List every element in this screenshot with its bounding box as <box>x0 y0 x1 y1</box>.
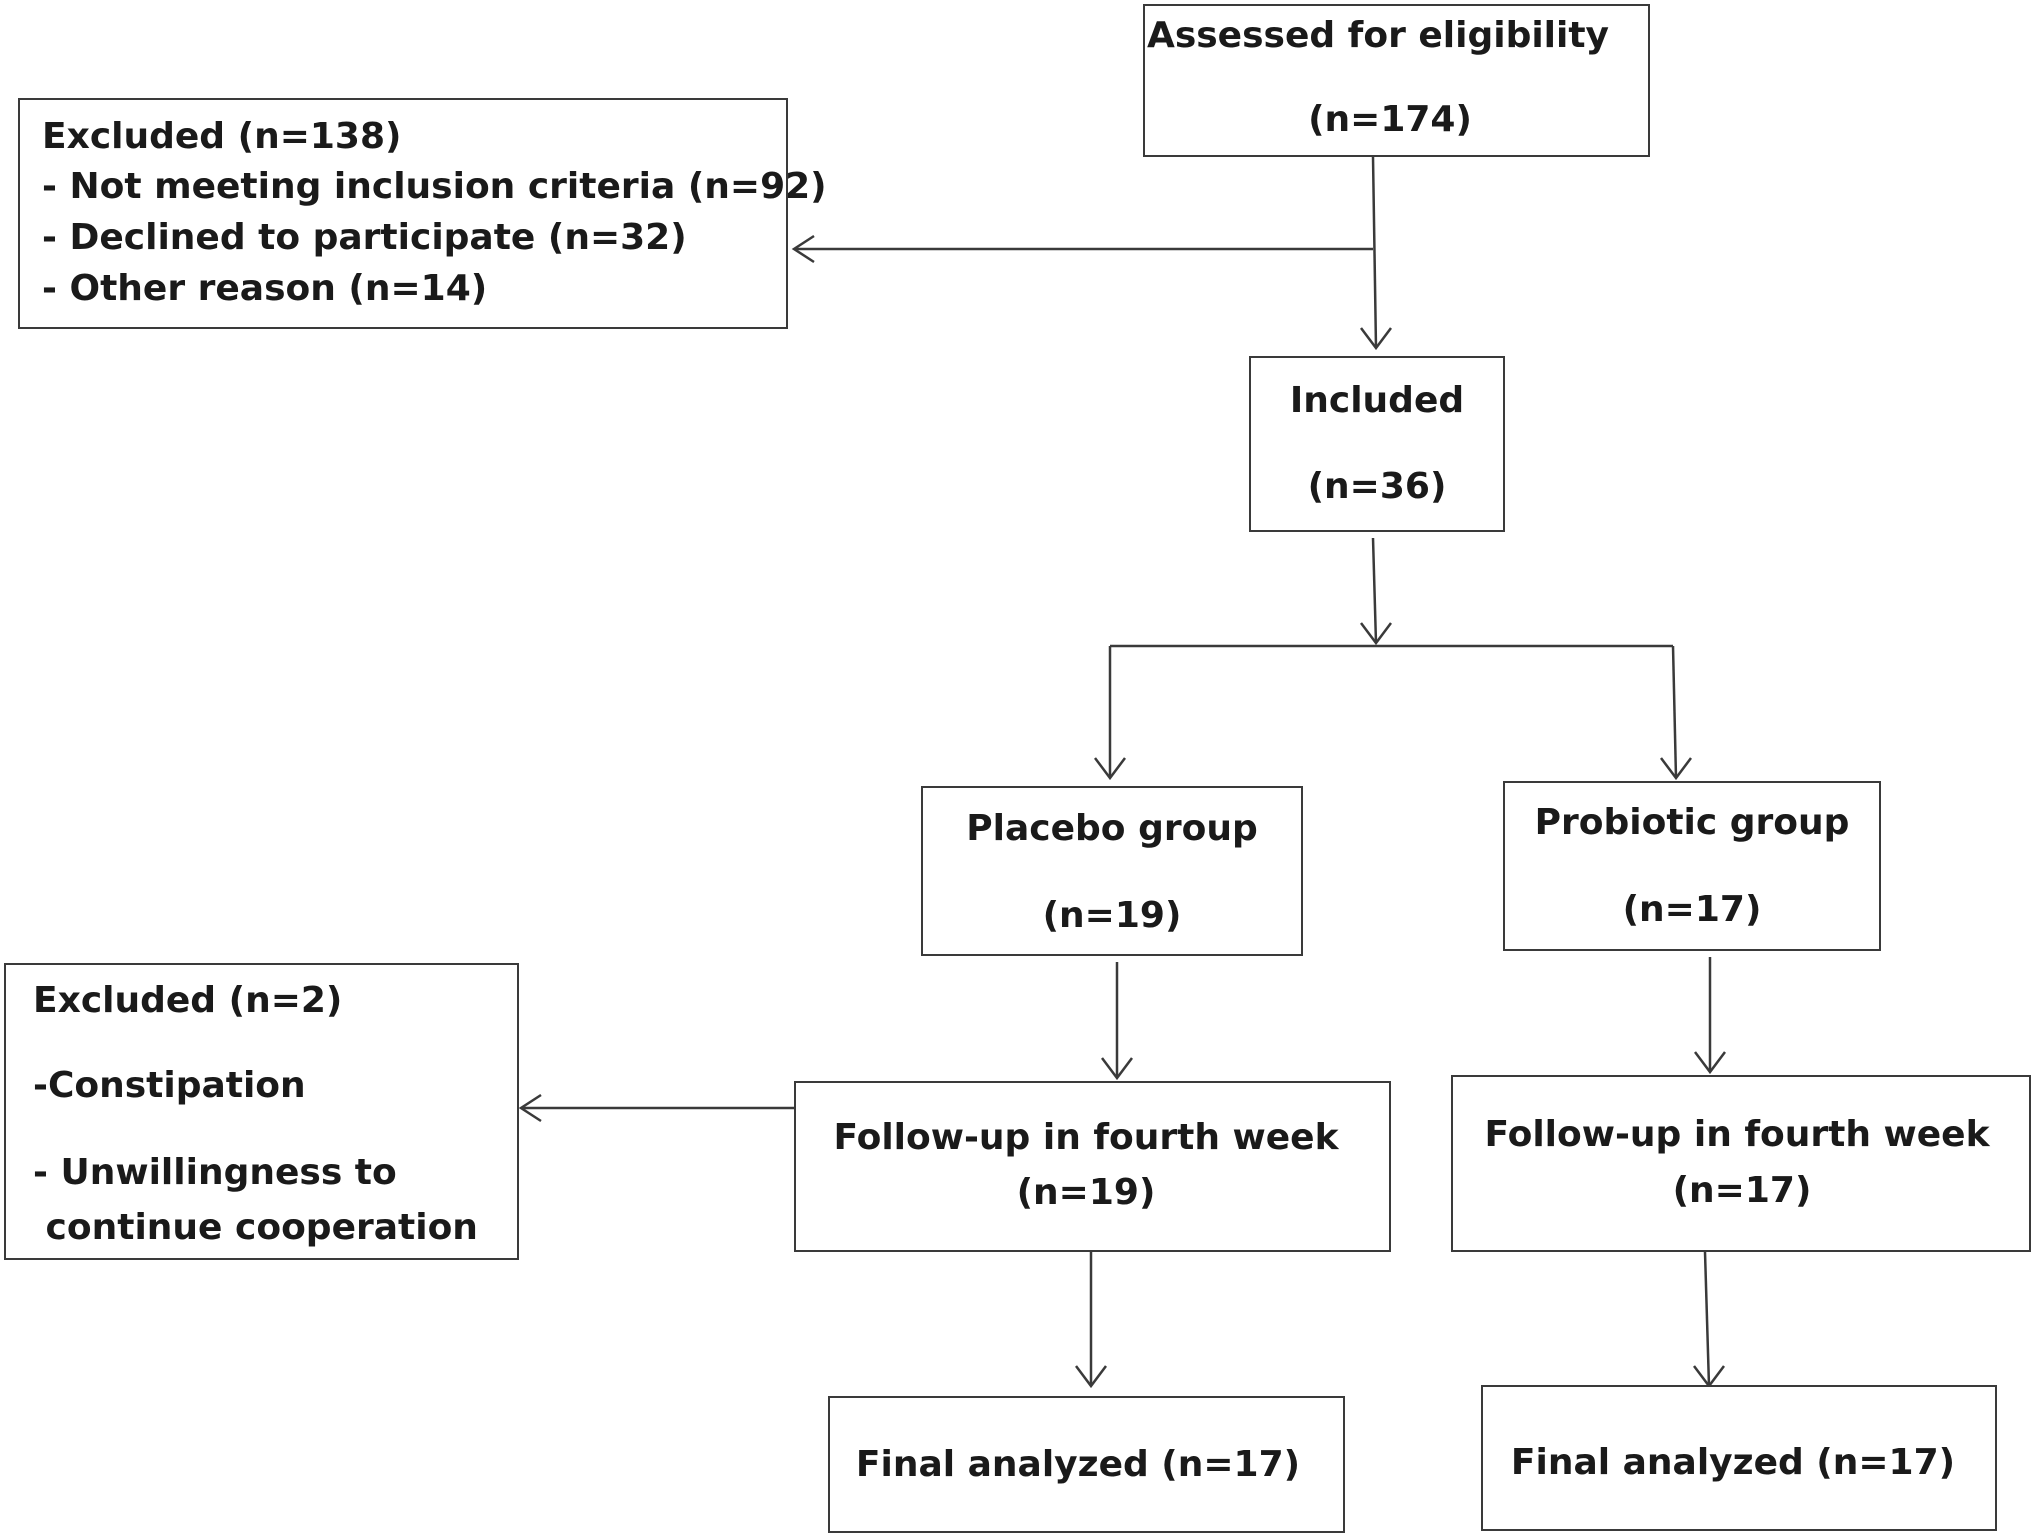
probiotic-group-title: Probiotic group <box>1534 802 1850 843</box>
placebo-group-count: (n=19) <box>1042 895 1182 936</box>
included-count: (n=36) <box>1307 466 1447 507</box>
arrowhead-to-followup-probiotic <box>1694 1051 1726 1075</box>
excluded-top-item-2: - Declined to participate (n=32) <box>42 217 687 258</box>
placebo-group-title: Placebo group <box>966 808 1258 849</box>
assessed-title: Assessed for eligibility <box>1146 15 1610 56</box>
followup-placebo-title: Follow-up in fourth week <box>833 1117 1339 1158</box>
connector-split-to-probiotic <box>1671 645 1678 779</box>
assessed-box <box>1143 4 1650 157</box>
arrowhead-to-excluded-bottom <box>518 1093 542 1123</box>
excluded-bottom-item-1: -Constipation <box>33 1065 306 1106</box>
final-placebo-box <box>828 1396 1345 1533</box>
connector-assessed-down <box>1371 156 1378 349</box>
included-box <box>1249 356 1505 532</box>
probiotic-group-count: (n=17) <box>1622 889 1762 930</box>
placebo-group-box <box>921 786 1303 956</box>
assessed-count: (n=174) <box>1308 99 1472 140</box>
excluded-top-box <box>18 98 788 329</box>
arrowhead-to-probiotic <box>1660 757 1692 781</box>
probiotic-group-box <box>1503 781 1881 951</box>
excluded-bottom-box <box>4 963 519 1260</box>
excluded-bottom-item-2: - Unwillingness to <box>33 1152 397 1193</box>
arrowhead-to-excluded-top <box>791 234 815 264</box>
arrowhead-to-followup-placebo <box>1101 1057 1133 1081</box>
final-probiotic-box <box>1481 1385 1997 1531</box>
followup-placebo-count: (n=19) <box>1016 1172 1156 1213</box>
arrowhead-to-placebo <box>1094 757 1126 781</box>
arrowhead-to-split <box>1360 622 1392 646</box>
followup-probiotic-count: (n=17) <box>1672 1170 1812 1211</box>
excluded-top-title: Excluded (n=138) <box>42 116 402 157</box>
excluded-top-item-1: - Not meeting inclusion criteria (n=92) <box>42 166 827 207</box>
included-title: Included <box>1289 380 1465 421</box>
followup-probiotic-box <box>1451 1075 2031 1252</box>
excluded-bottom-title: Excluded (n=2) <box>33 980 343 1021</box>
connector-included-down <box>1371 537 1378 644</box>
followup-probiotic-title: Follow-up in fourth week <box>1484 1114 1990 1155</box>
final-placebo-label: Final analyzed (n=17) <box>855 1444 1301 1485</box>
followup-placebo-box <box>794 1081 1391 1252</box>
connector-followup-probiotic-down <box>1703 1251 1711 1387</box>
excluded-top-item-3: - Other reason (n=14) <box>42 268 488 309</box>
arrowhead-to-final-placebo <box>1075 1365 1107 1389</box>
excluded-bottom-item-3: continue cooperation <box>33 1207 478 1248</box>
final-probiotic-label: Final analyzed (n=17) <box>1510 1442 1956 1483</box>
arrowhead-to-included <box>1360 327 1392 351</box>
